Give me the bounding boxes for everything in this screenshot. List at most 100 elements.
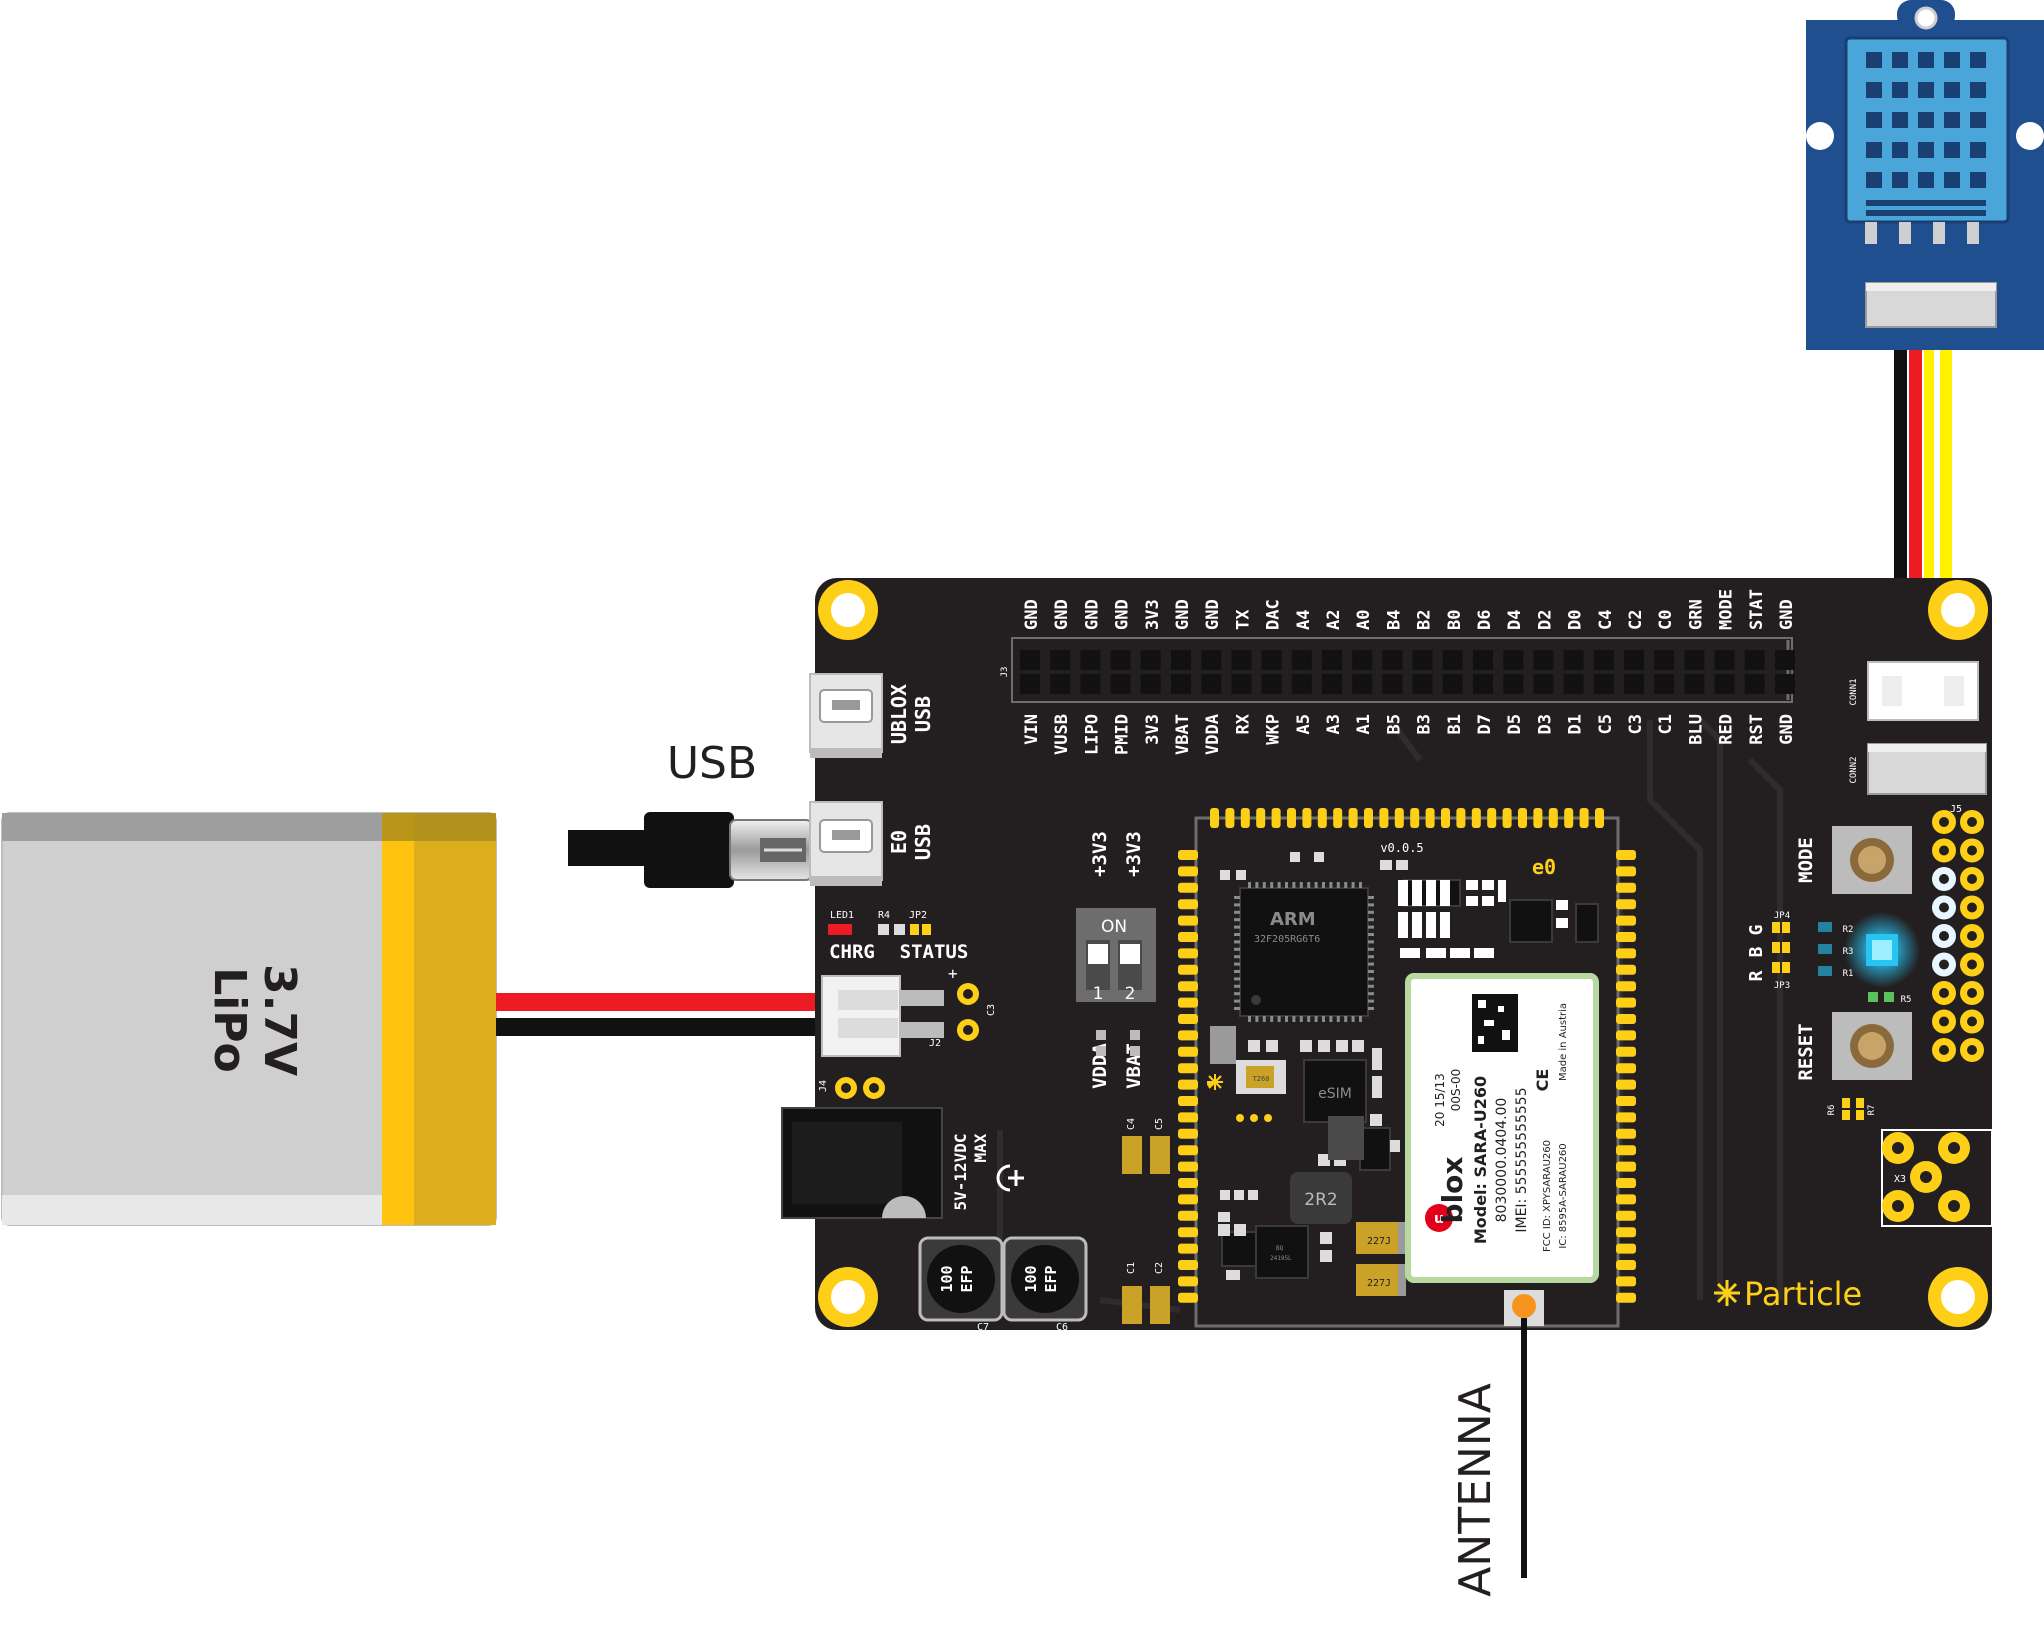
header-bottom-label: VBAT: [1173, 714, 1193, 755]
grove-connector-conn1[interactable]: [1867, 661, 1979, 721]
smd-cap-label-1: 227J: [1367, 1236, 1391, 1247]
r6-r7: [1842, 1098, 1864, 1120]
chip-pin: [1368, 896, 1374, 899]
sensor-vent: [1892, 172, 1908, 188]
header-top-label: MODE: [1717, 589, 1737, 630]
module-pad: [1579, 808, 1589, 828]
e0-usb-label-2: USB: [911, 824, 935, 860]
chip-pin: [1368, 970, 1374, 973]
switch-on-label: ON: [1101, 917, 1127, 937]
header-pin: [1624, 674, 1644, 694]
reset-button[interactable]: [1832, 1012, 1912, 1080]
r4-label: R4: [878, 910, 890, 921]
chip-pin: [1248, 1016, 1251, 1022]
header-pin: [1231, 674, 1252, 694]
c6-label: C6: [1056, 1322, 1068, 1333]
header-top-label: B4: [1384, 610, 1404, 630]
dip-switch[interactable]: [1076, 908, 1156, 1002]
header-pin: [1261, 674, 1282, 694]
header-pin: [1201, 674, 1222, 694]
r1-label: R1: [1843, 969, 1854, 979]
chip-pin: [1262, 1016, 1266, 1022]
module-pad: [1178, 1063, 1198, 1074]
chip-pin: [1314, 1016, 1318, 1022]
chip-pin: [1368, 910, 1374, 914]
module-pad: [1616, 915, 1636, 926]
sensor-vent: [1866, 82, 1882, 98]
j5-pad-hole: [1939, 845, 1949, 856]
header-bottom-label: D7: [1475, 714, 1495, 734]
header-top-label: A0: [1354, 610, 1374, 630]
module-pad: [1616, 850, 1636, 860]
chip-pin: [1277, 1016, 1281, 1022]
rgb-label-b: B: [1746, 946, 1767, 957]
header-pin: [1412, 650, 1433, 670]
rgb-label-r: R: [1746, 970, 1767, 981]
header-top-label: TX: [1233, 609, 1253, 630]
sensor-vent: [1892, 52, 1908, 68]
module-pad: [1178, 915, 1198, 926]
sparkle-icon: [1207, 1074, 1223, 1090]
header-top-label: STAT: [1747, 589, 1767, 630]
header-top-label: D0: [1566, 610, 1586, 630]
e0-usb-port[interactable]: [809, 801, 883, 886]
module-pad: [1178, 866, 1198, 877]
header-pin: [1020, 650, 1040, 670]
chip-pin: [1368, 933, 1374, 936]
chip-pin: [1255, 882, 1259, 888]
header-pin: [1382, 674, 1403, 694]
module-pad: [1379, 808, 1389, 828]
mode-button[interactable]: [1832, 826, 1912, 894]
c4-label: C4: [1126, 1118, 1137, 1130]
header-bottom-label: WKP: [1264, 714, 1284, 745]
j5-pad-hole: [1939, 931, 1949, 941]
usb-cable: [568, 812, 813, 888]
chip-pin: [1292, 1016, 1296, 1022]
modem-brand-label: blox: [1436, 1157, 1469, 1224]
sensor-vent: [1918, 172, 1934, 188]
j5-pad-hole: [1939, 902, 1949, 913]
module-pad: [1178, 1276, 1198, 1287]
module-pad: [1410, 808, 1420, 828]
module-pad: [1616, 1194, 1636, 1205]
battery-connector-j2[interactable]: +: [821, 964, 979, 1057]
module-pad: [1178, 1260, 1198, 1270]
sensor-vent: [1944, 142, 1960, 158]
conn2-label: CONN2: [1849, 756, 1859, 783]
c7-label: C7: [977, 1322, 989, 1333]
svg-text:100: 100: [1022, 1265, 1040, 1292]
smd-capacitors: [1122, 1136, 1170, 1324]
header-top-label: C4: [1596, 610, 1616, 630]
module-pad: [1425, 808, 1435, 828]
grove-connector-conn2[interactable]: [1867, 743, 1987, 795]
dc-power-jack[interactable]: [781, 1107, 943, 1219]
module-pad: [1302, 808, 1312, 828]
header-pin: [1080, 650, 1101, 670]
module-pad: [1317, 808, 1327, 828]
chip-pin: [1234, 999, 1240, 1003]
header-pin: [1744, 674, 1765, 694]
sensor-vent: [1970, 112, 1986, 128]
c3-label: C3: [986, 1004, 997, 1016]
chip-pin: [1351, 1016, 1355, 1022]
esim-label: eSIM: [1318, 1086, 1352, 1102]
header-bottom-label: C1: [1656, 714, 1676, 734]
ublox-usb-label-1: UBLOX: [887, 684, 911, 744]
chip-pin: [1368, 918, 1374, 922]
svg-text:EFP: EFP: [958, 1265, 976, 1292]
header-top-label: D2: [1535, 610, 1555, 630]
j4-label: J4: [818, 1080, 829, 1092]
chip-pin: [1368, 984, 1374, 988]
sensor-vent: [1970, 82, 1986, 98]
module-pad: [1178, 981, 1198, 992]
header-pin: [1080, 674, 1101, 694]
chip-pin: [1336, 882, 1340, 888]
capacitor-c7: 100 EFP: [918, 1236, 1004, 1322]
ublox-usb-port[interactable]: [809, 673, 883, 758]
chip-pin: [1344, 882, 1348, 888]
sensor-vent: [1918, 82, 1934, 98]
header-pin: [1352, 674, 1373, 694]
ublox-logo-icon: u: [1425, 1204, 1453, 1232]
rgb-led: [1844, 912, 1920, 1002]
c2-label: C2: [1154, 1262, 1165, 1274]
